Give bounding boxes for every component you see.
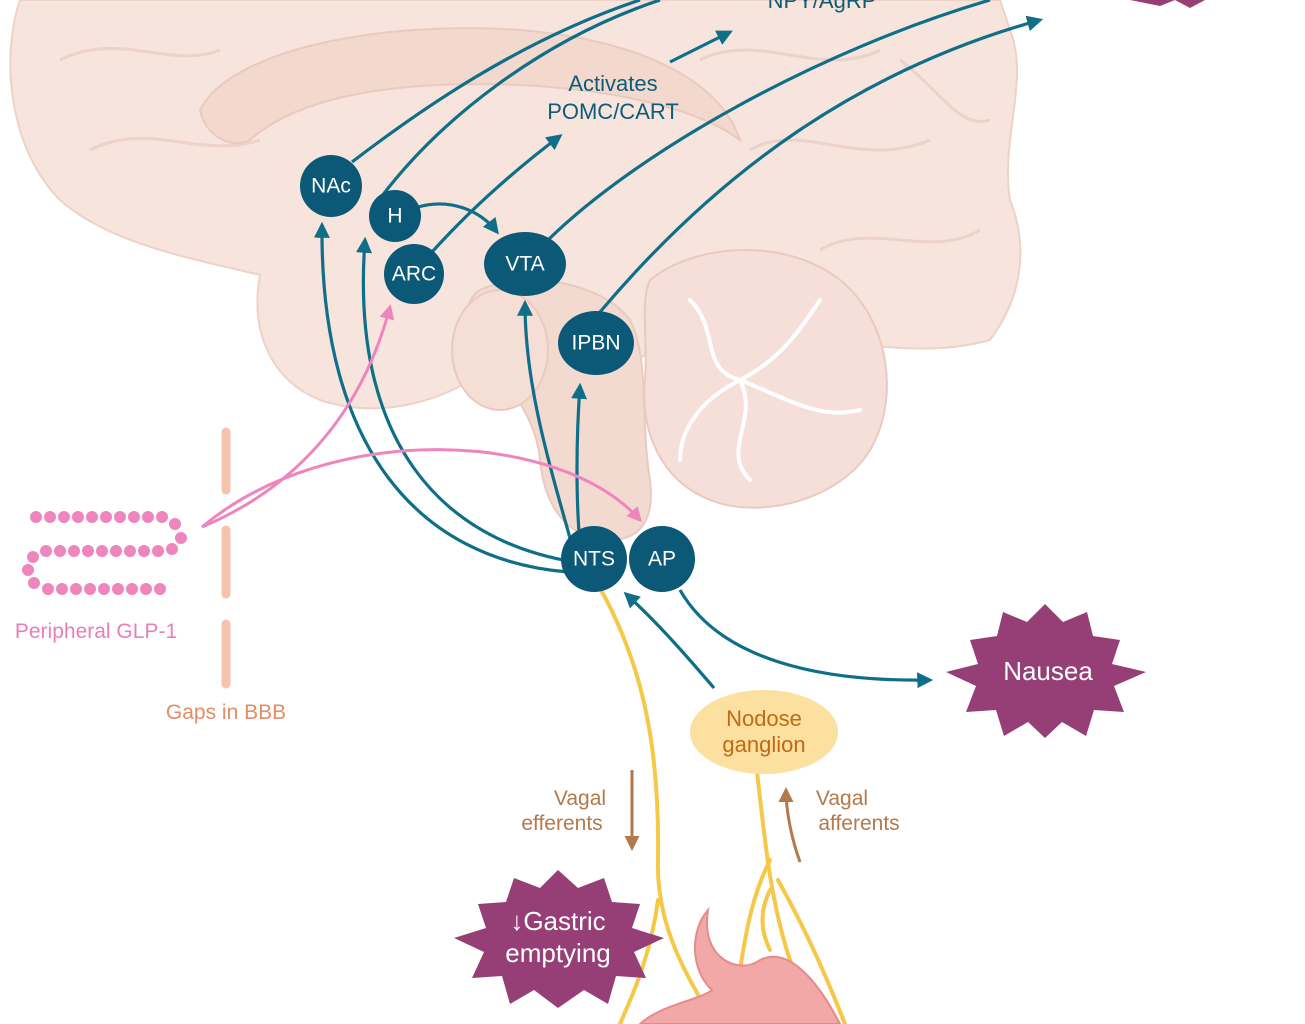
pathway-nts-to-vta [517, 299, 574, 546]
glp1-to-arc-arrow [201, 304, 395, 529]
pathway-nts-to-nac [313, 221, 569, 574]
svg-text:ganglion: ganglion [722, 732, 805, 757]
node-nac: NAc [300, 155, 362, 217]
node-nts: NTS [561, 526, 627, 592]
pathway-nts-to-h [356, 236, 575, 564]
node-ipbn: IPBN [558, 311, 634, 375]
svg-text:emptying: emptying [505, 938, 611, 968]
cerebellum [643, 249, 888, 509]
label-gaps-bbb: Gaps in BBB [166, 701, 286, 724]
neural-pathways [313, 0, 1044, 690]
svg-text:Nodose: Nodose [726, 706, 802, 731]
pathway-vta-up [546, 0, 991, 242]
pathway-to-npy [669, 30, 733, 64]
pathway-ap-to-nausea [678, 589, 934, 689]
effect-nausea: Nausea [946, 604, 1146, 738]
node-h: H [369, 190, 421, 242]
vagal-efferent-nerve [598, 586, 717, 1024]
label-peripheral-glp1: Peripheral GLP-1 [15, 620, 177, 643]
node-vta: VTA [484, 232, 566, 296]
stomach-illustration [638, 906, 842, 1024]
glp1-pathways [201, 304, 642, 529]
node-arc: ARC [384, 244, 444, 304]
label-npy-agrp: NPY/AgRP [768, 0, 877, 13]
svg-text:VTA: VTA [505, 253, 544, 276]
afferent-direction-arrow [778, 787, 802, 863]
svg-text:NAc: NAc [311, 175, 351, 198]
glp1-peptide-chain [22, 511, 187, 595]
svg-text:IPBN: IPBN [571, 332, 620, 355]
label-vagal-afferents-1: Vagal [816, 787, 868, 810]
pathway-h-up [380, 0, 661, 197]
glp1-to-ap-arrow [201, 448, 642, 529]
pathway-arc-to-pomc [430, 134, 563, 254]
svg-text:↓Gastric: ↓Gastric [510, 906, 605, 936]
label-vagal-afferents-2: afferents [818, 812, 899, 835]
label-vagal-efferents-1: Vagal [554, 787, 606, 810]
svg-text:AP: AP [648, 548, 676, 571]
brain-illustration [9, 0, 1022, 542]
corpus-callosum [198, 27, 742, 145]
svg-text:NTS: NTS [573, 548, 615, 571]
label-pomc-cart: POMC/CART [547, 99, 679, 124]
svg-text:Nausea: Nausea [1003, 656, 1093, 686]
svg-text:H: H [387, 205, 402, 228]
pathway-nac-up [351, 0, 641, 164]
label-vagal-efferents-2: efferents [521, 812, 602, 835]
effect-burst-top-partial [1130, 0, 1205, 8]
label-activates: Activates [568, 71, 657, 96]
pathway-h-to-vta [417, 202, 499, 235]
svg-text:ARC: ARC [392, 263, 436, 286]
node-ap: AP [629, 526, 695, 592]
effect-gastric-emptying: ↓Gastric emptying [454, 870, 664, 1008]
pathway-nts-to-ipbn [571, 382, 588, 546]
node-nodose-ganglion: Nodose ganglion [690, 690, 838, 774]
pathway-nodose-to-nts [623, 591, 716, 690]
pathway-ipbn-up [598, 15, 1044, 314]
